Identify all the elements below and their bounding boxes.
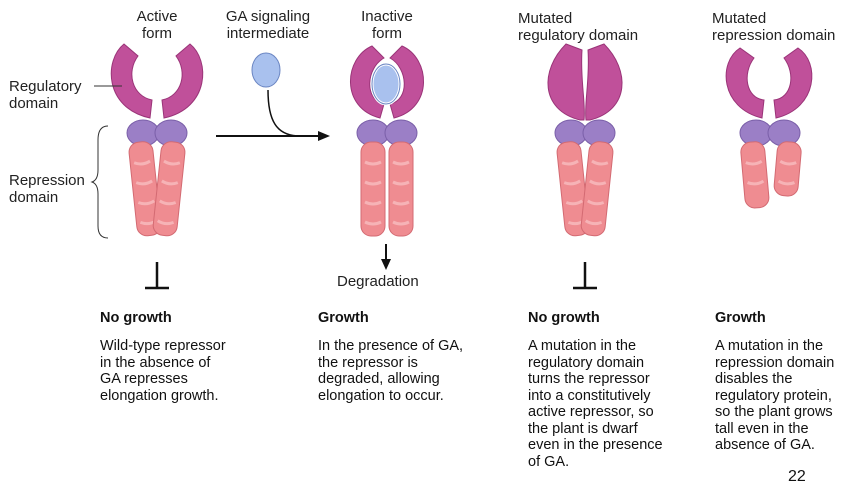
label-repression-domain: Repression domain (9, 172, 85, 206)
repression-symbol-1 (145, 262, 169, 290)
ga-binding-curve (267, 89, 301, 137)
label-ga-intermediate: GA signaling intermediate (225, 8, 311, 42)
panel-1-text: Wild-type repressor in the absence of GA… (100, 338, 226, 404)
label-mutated-regulatory: Mutated regulatory domain (518, 10, 639, 44)
label-regulatory-domain: Regulatory domain (9, 78, 82, 112)
repression-domain-bracket (90, 125, 109, 239)
panel-2-heading: Growth (318, 310, 369, 326)
panel-1-heading: No growth (100, 310, 172, 326)
panel-4-text: A mutation in the repression domain disa… (715, 338, 835, 453)
label-mutated-repression: Mutated repression domain (712, 10, 836, 44)
mutated-repression-structure (725, 47, 813, 209)
panel-2-text: In the presence of GA, the repressor is … (318, 338, 464, 404)
label-inactive-form: Inactive form (361, 8, 413, 42)
repression-symbol-3 (573, 262, 597, 290)
panel-3-heading: No growth (528, 310, 600, 326)
mutated-regulatory-structure (547, 43, 623, 239)
label-active-form: Active form (136, 8, 178, 42)
ga-ligand (251, 52, 281, 88)
panel-3-text: A mutation in the regulatory domain turn… (528, 338, 663, 470)
page-number: 22 (788, 468, 806, 485)
inactive-form-structure (350, 45, 424, 238)
label-degradation: Degradation (337, 273, 419, 290)
active-form-structure (110, 43, 204, 239)
panel-4-heading: Growth (715, 310, 766, 326)
